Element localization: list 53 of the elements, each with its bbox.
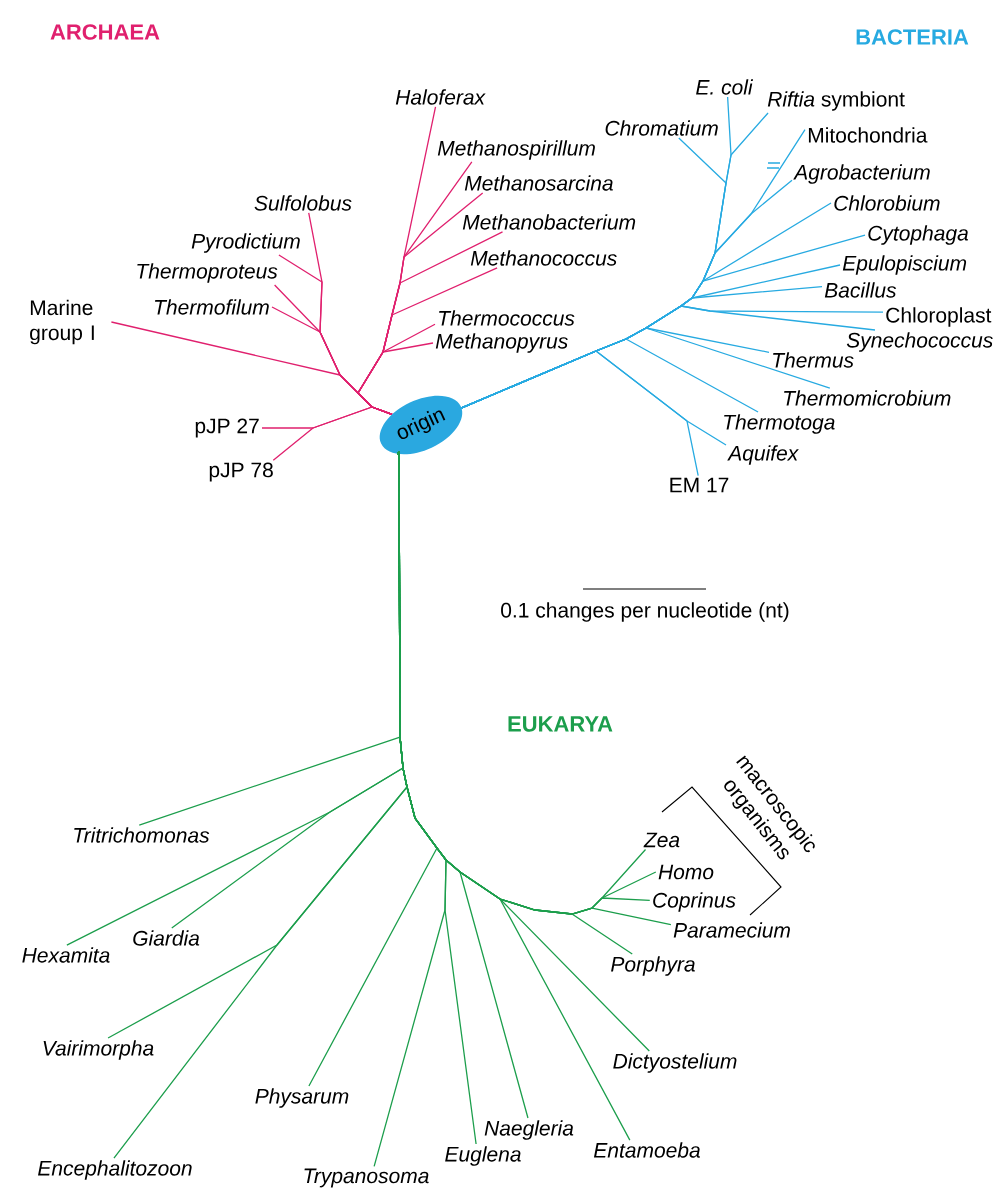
taxon-label: Dictyostelium (613, 1053, 737, 1073)
taxon-label: E. coli (696, 79, 754, 95)
taxon-label: Hexamita (22, 947, 110, 963)
domain-heading: ARCHAEA (50, 24, 160, 40)
taxon-label: Porphyra (611, 956, 695, 976)
taxon-label: pJP 27 (195, 418, 259, 438)
taxon-label: Epulopiscium (842, 255, 967, 275)
branch-line (272, 406, 393, 461)
taxon-label: Euglena (445, 1146, 521, 1166)
taxon-label: Methanosarcina (464, 175, 613, 191)
taxon-label: Coprinus (653, 892, 736, 912)
taxon-label: Vairimorpha (43, 1040, 154, 1060)
taxon-label: Aquifex (727, 445, 799, 465)
taxon-label: Haloferax (395, 89, 486, 105)
domain-heading: EUKARYA (508, 716, 613, 732)
taxon-label: Mitochondria (808, 127, 928, 143)
taxon-label: Methanospirillum (437, 140, 595, 160)
taxon-label: Thermotoga (724, 414, 835, 434)
taxon-label: Bacillus (824, 282, 897, 298)
taxon-label: Methanobacterium (462, 214, 636, 230)
taxon-label: Methanopyrus (435, 333, 568, 353)
taxon-label: Thermococcus (439, 310, 575, 326)
taxon-label: Riftia symbiont (767, 91, 905, 111)
taxon-label: pJP 78 (209, 462, 273, 482)
branch-line (461, 350, 699, 477)
taxon-label: Thermofilum (155, 299, 269, 315)
taxon-label: Synechococcus (846, 332, 993, 352)
taxon-label: Cytophaga (868, 225, 969, 245)
taxon-label: Pyrodictium (191, 233, 300, 253)
taxon-label: Agrobacterium (793, 164, 930, 184)
taxon-label: Entamoeba (593, 1142, 700, 1158)
taxon-label: Homo (658, 864, 714, 880)
taxon-label: Chloroplast (886, 307, 992, 327)
taxon-label: Trypanosoma (304, 1168, 429, 1188)
scale-label: 0.1 changes per nucleotide (nt) (501, 602, 789, 622)
taxon-label: Zea (643, 832, 680, 848)
taxon-label: Encephalitozoon (38, 1160, 192, 1180)
taxon-label: Sulfolobus (254, 195, 352, 211)
taxon-label: Paramecium (673, 922, 790, 938)
taxon-label: Thermomicrobium (784, 390, 951, 406)
branch-line (373, 451, 447, 1168)
taxon-label: EM 17 (670, 477, 729, 493)
taxon-label: Physarum (255, 1088, 349, 1108)
taxon-label: Thermus (773, 352, 854, 368)
domain-heading: BACTERIA (856, 29, 969, 45)
taxon-label: Giardia (133, 930, 200, 946)
taxon-label: Thermoproteus (137, 263, 278, 283)
taxon-label: Methanococcus (470, 250, 617, 266)
taxon-label: Marine group I (30, 299, 94, 345)
taxon-label: Tritrichomonas (74, 827, 210, 843)
taxon-label: Chlorobium (834, 195, 940, 211)
taxon-label: Naegleria (484, 1120, 574, 1140)
taxon-label: Chromatium (605, 120, 718, 136)
